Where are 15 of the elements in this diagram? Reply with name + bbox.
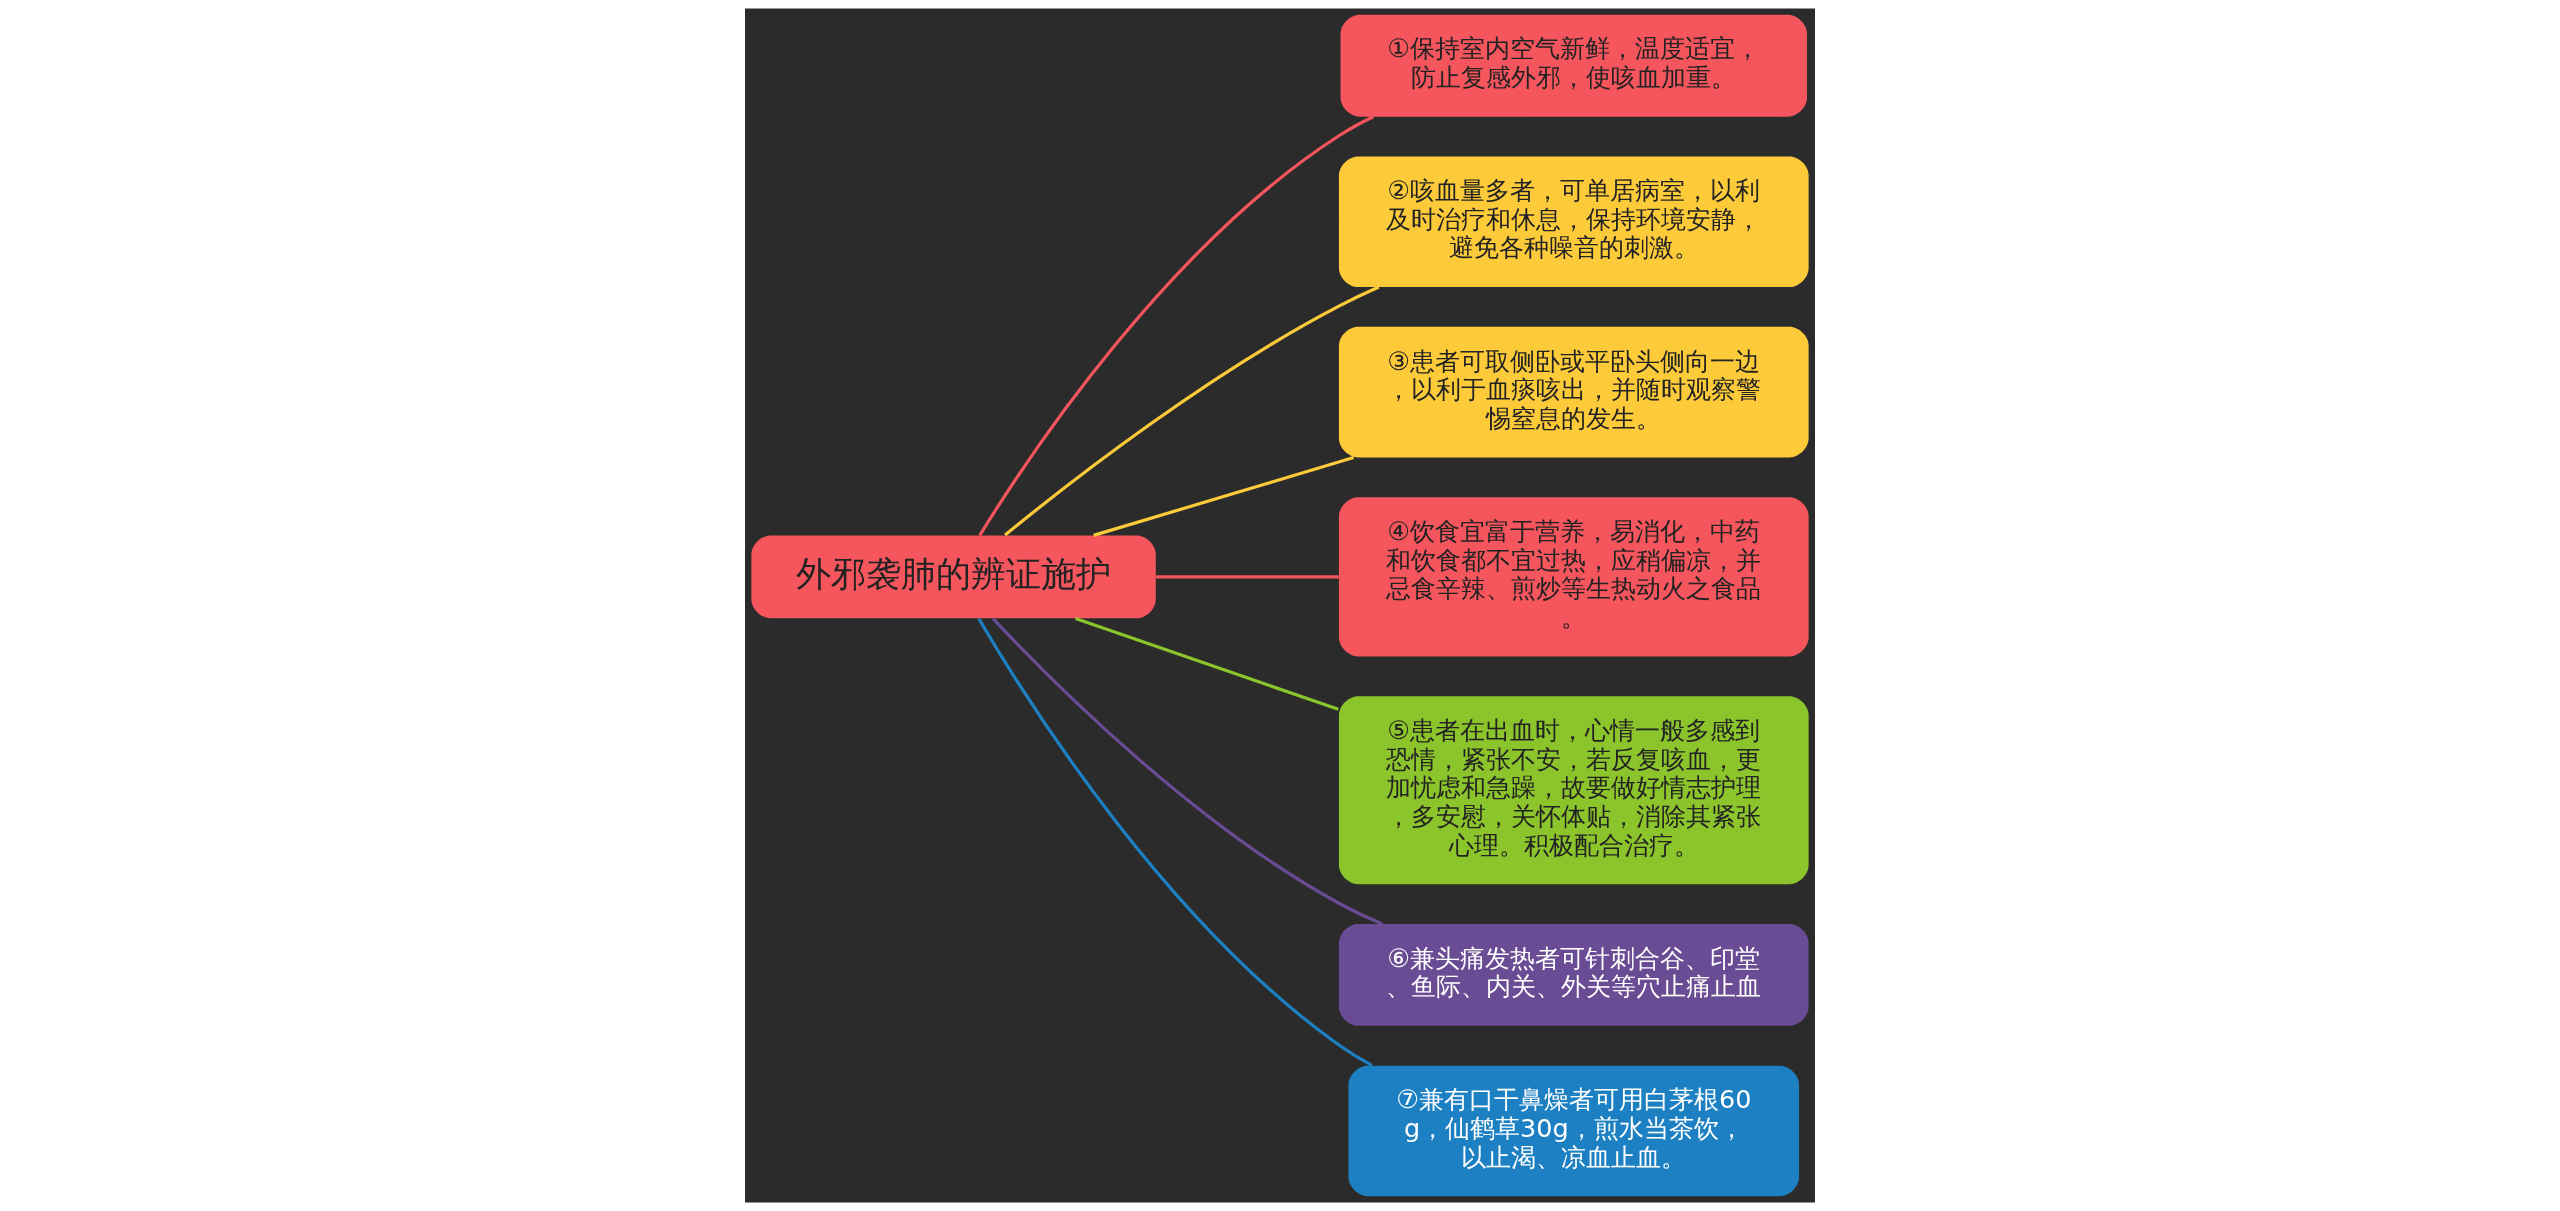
connector <box>1155 575 1339 579</box>
node-box: ⑤患者在出血时，心情一般多感到恐情，紧张不安，若反复咳血，更加忧虑和急躁，故要做好情志护理，多安慰，关怀体贴，消除其紧张心理。积极配合治疗。 <box>1338 696 1809 885</box>
connector <box>1004 285 1380 537</box>
node-box: ⑦兼有口干鼻燥者可用白茅根60g，仙鹤草30g，煎水当茶饮，以止渴、凉血止血。 <box>1348 1065 1800 1197</box>
connector <box>1093 456 1355 537</box>
node-box: ③患者可取侧卧或平卧头侧向一边，以利于血痰咳出，并随时观察警惕窒息的发生。 <box>1338 326 1809 458</box>
node-box: ④饮食宜富于营养，易消化，中药和饮食都不宜过热，应稍偏凉，并忌食辛辣、煎炒等生热动火之食品。 <box>1338 497 1809 657</box>
node-box: 外邪袭肺的辨证施护 <box>751 535 1156 619</box>
node-box: ②咳血量多者，可单居病室，以利及时治疗和休息，保持环境安静，避免各种噪音的刺激。 <box>1338 156 1809 288</box>
node-box: ①保持室内空气新鲜，温度适宜，防止复感外邪，使咳血加重。 <box>1340 14 1808 117</box>
node-box: ⑥兼头痛发热者可针刺合谷、印堂、鱼际、内关、外关等穴止痛止血 <box>1338 923 1809 1026</box>
connector <box>978 115 1374 537</box>
connector <box>977 617 1373 1067</box>
connector <box>991 617 1383 926</box>
connector <box>1075 616 1339 711</box>
